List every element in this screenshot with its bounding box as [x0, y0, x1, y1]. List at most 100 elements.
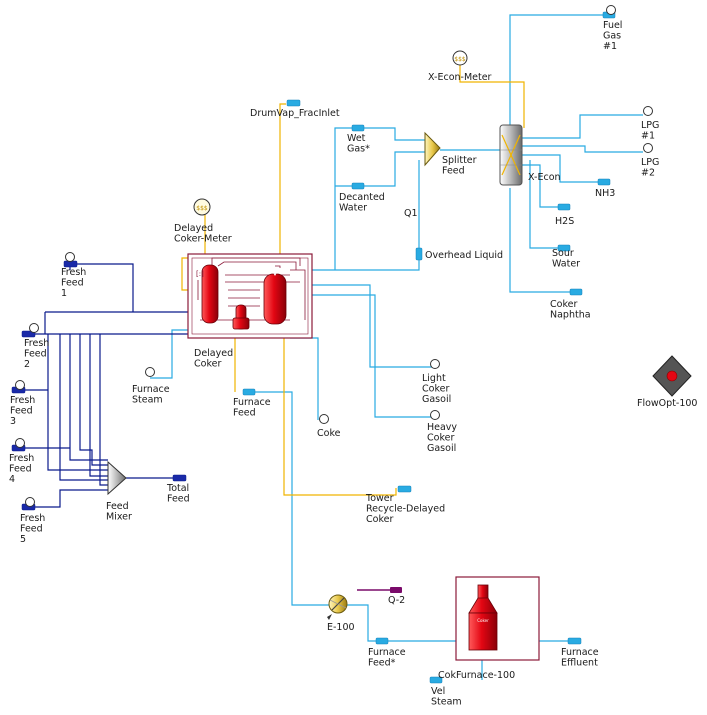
label-line: Recycle-Delayed [366, 504, 445, 515]
label-line: Feed [9, 464, 32, 475]
label-coke: Coke [317, 428, 341, 439]
label-q2: Q-2 [388, 595, 405, 606]
label-line: NH3 [595, 188, 615, 199]
label-line: Delayed [194, 348, 233, 359]
label-line: #2 [641, 168, 655, 179]
label-line: Gas [603, 31, 621, 42]
label-line: Splitter [442, 155, 477, 166]
label-line: 2 [24, 359, 30, 370]
stream-arrow-overhead-liquid[interactable] [415, 247, 423, 261]
label-line: DrumVap_FracInlet [250, 108, 340, 119]
label-line: Furnace [561, 647, 599, 658]
label-line: Tower [365, 493, 394, 504]
endpoint-lpg-2[interactable] [643, 143, 653, 153]
stream-arrow-vel-steam[interactable] [429, 676, 443, 684]
feed-mixer-icon[interactable] [107, 460, 127, 496]
flowopt-icon[interactable] [652, 355, 692, 397]
delayed-coker-icon[interactable]: [:] [187, 253, 313, 339]
label-nh3: NH3 [595, 188, 615, 199]
label-line: Coker [194, 359, 221, 370]
svg-text:$$$: $$$ [454, 56, 466, 63]
stream-arrow-furnace-feed[interactable] [242, 388, 256, 396]
label-line: Naphtha [550, 310, 591, 321]
label-e100: E-100 [327, 622, 355, 633]
stream-arrow-coker-naphtha[interactable] [569, 288, 583, 296]
endpoint-furnace-steam[interactable] [145, 367, 155, 377]
endpoint-fuel-gas[interactable] [606, 5, 616, 15]
stream-arrow-sour-water[interactable] [557, 244, 571, 252]
label-line: FlowOpt-100 [637, 398, 697, 409]
label-line: Furnace [132, 384, 170, 395]
coker-furnace-icon[interactable]: Coker [455, 576, 540, 661]
label-line: Light [422, 373, 446, 384]
label-line: Fresh [61, 267, 86, 278]
endpoint-light-coker-gasoil[interactable] [430, 359, 440, 369]
label-line: Steam [132, 395, 163, 406]
label-line: Steam [431, 697, 462, 708]
stream-arrow-fresh-feed-2[interactable] [21, 330, 36, 338]
stream-arrow-decanted-water[interactable] [351, 182, 365, 190]
label-line: Fresh [20, 513, 45, 524]
energy-arrow-q2[interactable] [390, 587, 402, 593]
stream-arrow-tower-recycle[interactable] [397, 485, 412, 493]
x-econ-column-icon[interactable] [499, 124, 523, 186]
stream-arrow-wet-gas[interactable] [351, 124, 365, 132]
label-line: Q-2 [388, 595, 405, 606]
label-line: Water [552, 259, 580, 270]
label-line: #1 [641, 131, 655, 142]
svg-text:[:]: [:] [196, 270, 204, 278]
endpoint-fresh-feed-3[interactable] [15, 380, 25, 390]
label-line: Furnace [368, 647, 406, 658]
label-line: #1 [603, 41, 617, 52]
endpoint-heavy-coker-gasoil[interactable] [430, 410, 440, 420]
feed-stream-arrows [11, 260, 187, 511]
stream-arrow-furnace-feed-star[interactable] [375, 637, 389, 645]
label-line: Delayed [174, 223, 213, 234]
label-q1: Q1 [404, 208, 418, 219]
stream-arrow-total-feed[interactable] [172, 474, 187, 482]
endpoint-fresh-feed-2[interactable] [29, 323, 39, 333]
label-line: H2S [555, 216, 574, 227]
stream-arrow-h2s[interactable] [557, 203, 571, 211]
label-line: Coker [422, 384, 449, 395]
delayed-coker-meter-icon[interactable]: $$$ [193, 198, 211, 216]
endpoint-fresh-feed-5[interactable] [25, 497, 35, 507]
label-line: Feed [167, 494, 190, 505]
label-line: Feed [233, 408, 256, 419]
e100-heater-icon[interactable] [327, 594, 348, 620]
label-cokfurnace: CokFurnace-100 [438, 670, 515, 681]
label-flowopt: FlowOpt-100 [637, 398, 697, 409]
endpoint-fresh-feed-4[interactable] [15, 438, 25, 448]
x-econ-meter-icon[interactable]: $$$ [452, 50, 468, 66]
stream-arrow-drumvap[interactable] [286, 99, 301, 107]
stream-arrow-nh3[interactable] [597, 178, 611, 186]
label-drumvap: DrumVap_FracInlet [250, 108, 340, 119]
label-line: 1 [61, 288, 67, 299]
svg-text:$$$: $$$ [196, 205, 208, 212]
endpoint-coke[interactable] [319, 414, 329, 424]
splitter-icon[interactable] [424, 131, 441, 167]
label-line: E-100 [327, 622, 355, 633]
endpoint-lpg-1[interactable] [643, 106, 653, 116]
endpoint-fresh-feed-1[interactable] [65, 252, 75, 262]
label-line: CokFurnace-100 [438, 670, 515, 681]
label-line: Feed [10, 406, 33, 417]
label-line: X-Econ [528, 172, 561, 183]
label-line: Coker-Meter [174, 234, 232, 245]
label-line: Sour [552, 248, 574, 259]
stream-arrow-furnace-effluent[interactable] [567, 637, 582, 645]
label-h2s: H2S [555, 216, 574, 227]
label-x-econ-meter: X-Econ-Meter [428, 72, 492, 83]
